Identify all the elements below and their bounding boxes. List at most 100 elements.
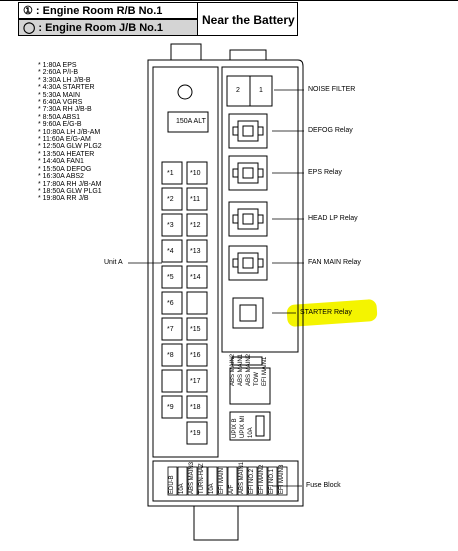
fuse-cell-label: *8 [167,352,174,359]
fuse-list-item: * 12:50A GLW PLG2 [38,143,102,151]
mid-fuse-strip-2 [229,411,271,441]
bottom-fuse-cell [207,466,218,496]
fuse-cell-right [186,161,208,185]
fuse-list-item: * 3:30A LH J/B-B [38,76,91,84]
mid-fuse-label: EFI MAIN1 [262,356,268,386]
bottom-fuse-label: TURN-HAZ [199,463,205,494]
left-panel [152,66,219,458]
fuse-cell-label: *18 [190,404,201,411]
right-panel [221,66,299,353]
round-indicator [177,84,193,100]
bottom-fuse-cell [257,466,268,496]
fuse-list-item: * 9:60A E/G-B [38,121,82,129]
fuse-cell-left [161,317,183,341]
bottom-fuse-cell [167,466,178,496]
fuse-cell-right [186,317,208,341]
fuse-list-item: * 2:60A P/I-B [38,69,79,77]
legend-location: Near the Battery [198,2,298,36]
fuse-cell-right [186,343,208,367]
fuse-cell-right [186,265,208,289]
fuse-cell-label: *14 [190,274,201,281]
fuse-list-item: * 4:30A STARTER [38,84,95,92]
top-tab-left [170,43,202,61]
legend: ① : Engine Room R/B No.1 ◯ : Engine Room… [4,2,298,38]
fuse-cell-left [161,161,183,185]
fuse-cell-label: *6 [167,300,174,307]
fuse-cell-label: *5 [167,274,174,281]
mid-fuse-label-2: 10A [248,427,254,438]
bottom-fuse-cell [227,466,238,496]
bottom-fuse-label: EFI MAIN [219,467,225,494]
fuse-cell-right [186,239,208,263]
fuse-cell-label: *1 [167,170,174,177]
fuse-list-item: * 18:50A GLW PLG1 [38,187,102,195]
noise-filter-label: NOISE FILTER [308,86,356,93]
fuse-cell-left [161,187,183,211]
relay [228,245,268,281]
fuse-cell-label: *10 [190,170,201,177]
mid-fuse-label: ABS MAIN2 [230,353,236,386]
fuse-list-item: * 15:50A DEFOG [38,165,92,173]
fuse-list-item: * 13:50A HEATER [38,150,95,158]
starter-relay-label: STARTER Relay [300,309,352,316]
fuse-list-item: * 10:80A LH J/B-AM [38,128,101,136]
fuse-cell-left [161,343,183,367]
fuse-list-item: * 17:80A RH J/B-AM [38,180,102,188]
fuse-cell-left [161,395,183,419]
fuse-cell-right [186,213,208,237]
fuse-list-item: * 11:60A E/G-AM [38,136,91,144]
noise-filter-pin-2: 2 [236,87,240,94]
legend-row-rb: ① : Engine Room R/B No.1 [18,2,198,19]
fuse-cell-label: *19 [190,430,201,437]
fuse-cell-right [186,369,208,393]
fan-main-relay-label: FAN MAIN Relay [308,259,361,266]
fuse-list: * 1:80A EPS* 2:60A P/I-B* 3:30A LH J/B-B… [38,62,148,203]
bottom-fuse-label: EFI MAIN3 [279,464,285,494]
fuse-cell-label: *17 [190,378,201,385]
mid-fuse-label-2: UPIX B [232,418,238,438]
head-lp-relay-label: HEAD LP Relay [308,215,358,222]
top-border [0,0,458,1]
fuse-list-item: * 16:30A ABS2 [38,173,84,181]
fuse-list-item: * 5:30A MAIN [38,91,81,99]
fuse-block-label: Fuse Block [306,482,341,489]
bottom-fuse-label: ABS MAIN1 [239,461,245,494]
bottom-fuse-cell [177,466,188,496]
fuse-list-item: * 14:40A FAN1 [38,158,84,166]
bottom-fuse-cell [187,466,198,496]
bottom-fuse-label: EFI NO.2 [249,468,255,494]
fuse-cell-label: *3 [167,222,174,229]
bottom-tab [193,505,239,541]
fuse-block-outline [152,460,299,502]
fuse-cell-right [186,187,208,211]
fuse-cell-label: *4 [167,248,174,255]
bottom-fuse-cell [267,466,278,496]
bottom-fuse-label: 10A [179,483,185,494]
mid-fuse-label: ABS MAIN2 [246,353,252,386]
fuse-list-item: * 1:80A EPS [38,62,77,69]
bottom-fuse-label: ABS MAIN3 [189,461,195,494]
fuse-cell-right [186,395,208,419]
fuse-cell-label: *11 [190,196,200,203]
bottom-fuse-label: EDU-B [169,475,175,494]
alt-label: 150A ALT [176,118,206,125]
defog-relay-label: DEFOG Relay [308,127,353,134]
bottom-fuse-cell [197,466,208,496]
bottom-fuse-label: EFI MAIN2 [259,464,265,494]
fuse-list-item: * 8:50A ABS1 [38,113,81,121]
bottom-fuse-cell [217,466,228,496]
bottom-fuse-label: A/F [229,484,235,494]
fuse-cell-right [186,421,208,445]
bottom-fuse-label: EFI NO.1 [269,468,275,494]
fuse-cell-label: *12 [190,222,201,229]
fuse-cell-label: *13 [190,248,201,255]
fuse-cell-left [161,369,183,393]
legend-row-jb: ◯ : Engine Room J/B No.1 [18,19,198,36]
relay [228,201,268,237]
fuse-cell-label: *2 [167,196,174,203]
bottom-fuse-cell [247,466,258,496]
mid-fuse-label: ABS MAIN1 [238,353,244,386]
fuse-cell-left [161,265,183,289]
bottom-fuse-cell [237,466,248,496]
